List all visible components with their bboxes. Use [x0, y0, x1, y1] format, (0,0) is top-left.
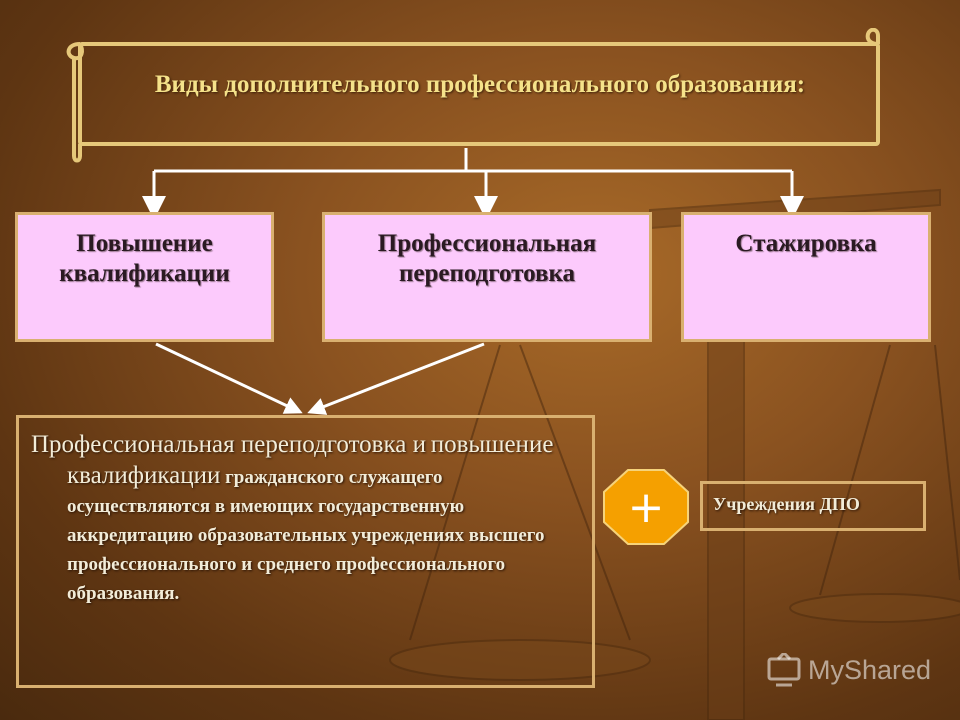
arrow-box1-to-main — [155, 342, 303, 414]
dpo-label: Учреждения ДПО — [713, 494, 860, 514]
main-description-text: Профессиональная переподготовка и повыше… — [31, 430, 578, 608]
main-text-line1: Профессиональная переподготовка и — [31, 431, 426, 458]
arrow-box2-to-main — [307, 342, 485, 415]
scales-pan-left — [389, 639, 651, 681]
myshared-watermark: MyShared — [766, 653, 931, 687]
type-box-qualification: Повышение квалификации — [15, 212, 274, 342]
main-text-rest: гражданского служащего осуществляются в … — [67, 467, 545, 604]
scales-chain-right-2 — [934, 344, 960, 581]
diagram-title: Виды дополнительного профессионального о… — [154, 71, 806, 98]
type-label-internship: Стажировка — [735, 230, 877, 257]
main-text-line2: повышение квалификации — [67, 431, 554, 489]
watermark-text: MyShared — [808, 654, 932, 685]
dpo-institutions-box: Учреждения ДПО — [700, 481, 926, 531]
type-label-retraining: Профессиональная переподготовка — [377, 230, 597, 287]
plus-octagon: + — [603, 469, 689, 545]
scales-pan-right — [789, 593, 960, 623]
scales-chain-left-2 — [519, 344, 631, 641]
type-label-qualification: Повышение квалификации — [59, 230, 230, 287]
plus-icon: + — [628, 482, 665, 533]
main-description-box: Профессиональная переподготовка и повыше… — [16, 415, 595, 688]
scales-chain-right-1 — [819, 344, 891, 596]
title-scroll-frame — [66, 28, 880, 163]
scales-chain-left-1 — [409, 344, 501, 641]
type-box-retraining: Профессиональная переподготовка — [322, 212, 652, 342]
type-box-internship: Стажировка — [681, 212, 931, 342]
myshared-logo-icon — [767, 653, 801, 687]
